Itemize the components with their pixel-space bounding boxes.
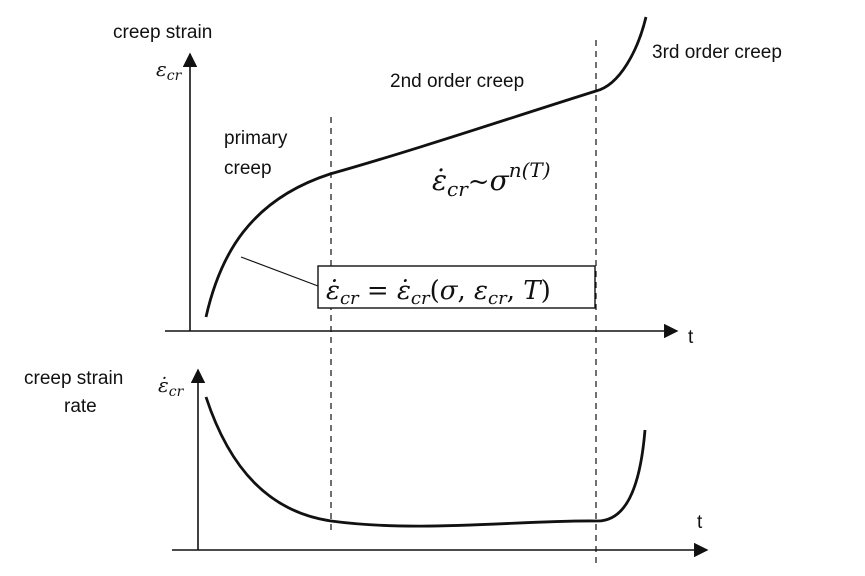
secondary-creep-label: 2nd order creep [390, 71, 524, 92]
equation-leader-line [240, 256, 319, 287]
creep-strain-curve [204, 16, 648, 318]
bottom-x-axis-label: t [697, 512, 703, 533]
tertiary-creep-label: 3rd order creep [652, 42, 782, 63]
bottom-y-symbol: ε̇cr [158, 373, 185, 400]
svg-text:ε̇cr = ε̇cr(σ, εcr, T): ε̇cr = ε̇cr(σ, εcr, T) [326, 276, 551, 309]
secondary-rate-equation: ε̇cr~σn(T) [432, 158, 551, 201]
bottom-y-axis-label-line1: creep strain [24, 368, 123, 389]
constitutive-equation-box [317, 265, 596, 309]
creep-strain-rate-curve [204, 396, 647, 528]
svg-text:ε̇cr~σn(T): ε̇cr~σn(T) [432, 158, 551, 201]
primary-creep-label-line2: creep [224, 158, 272, 179]
top-y-axis-label: creep strain [113, 22, 212, 43]
bottom-y-axis-label-line2: rate [64, 396, 97, 417]
primary-creep-label-line1: primary [224, 128, 288, 149]
top-x-axis-label: t [688, 327, 694, 348]
top-y-symbol: εcr [156, 57, 183, 84]
constitutive-equation: ε̇cr = ε̇cr(σ, εcr, T) [326, 276, 551, 309]
